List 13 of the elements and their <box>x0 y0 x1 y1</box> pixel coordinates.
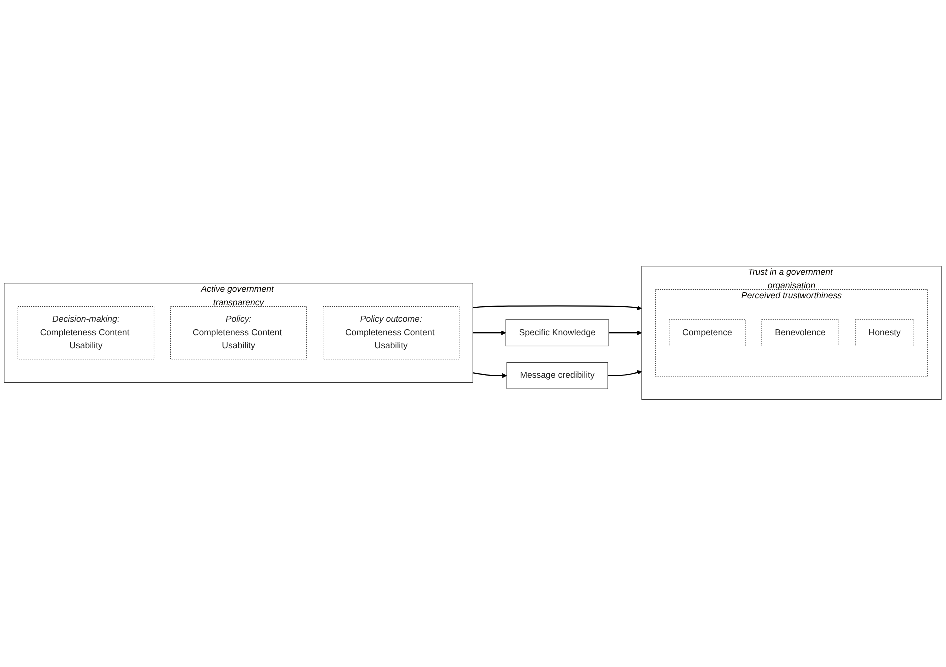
node-box: Benevolence <box>762 320 840 347</box>
node-box: Policy outcome: Completeness Content Usability <box>323 306 460 360</box>
node-box: Specific Knowledge <box>506 320 610 347</box>
arrow <box>473 372 508 379</box>
arrow <box>609 331 642 336</box>
arrow <box>473 331 506 336</box>
arrow <box>473 306 642 311</box>
node-box: Decision-making: Completeness Content Usability <box>18 306 155 360</box>
node-box: Message credibility <box>506 362 608 390</box>
node-box: Competence <box>669 320 746 347</box>
arrow <box>608 370 642 377</box>
node-box: Honesty <box>855 320 914 347</box>
node-box: Policy: Completeness Content Usability <box>170 306 308 360</box>
